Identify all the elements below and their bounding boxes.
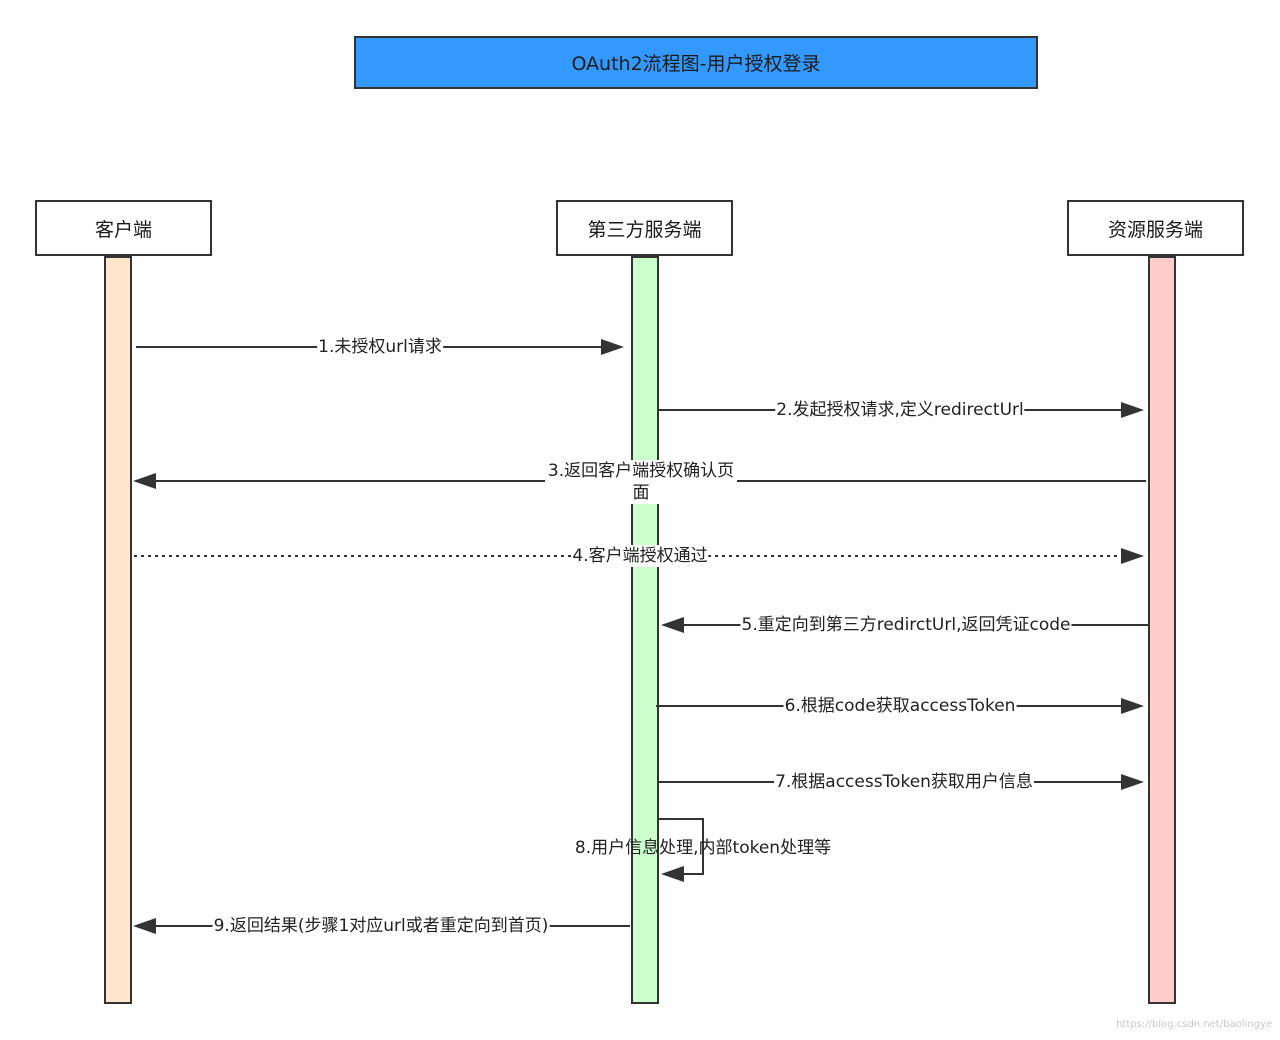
actor-resource-server: 资源服务端 [1067, 200, 1244, 256]
arrow-8 [658, 818, 704, 875]
actor-third-party-server: 第三方服务端 [556, 200, 733, 256]
arrowhead-3 [133, 473, 156, 489]
message-label-9: 9.返回结果(步骤1对应url或者重定向到首页) [212, 915, 550, 937]
message-label-4: 4.客户端授权通过 [571, 545, 709, 567]
lifeline-third-party-server [631, 256, 659, 1004]
message-label-2: 2.发起授权请求,定义redirectUrl [775, 399, 1025, 421]
arrowhead-6 [1121, 698, 1144, 714]
arrowhead-1 [601, 339, 624, 355]
message-label-1: 1.未授权url请求 [317, 336, 443, 358]
actor-client: 客户端 [35, 200, 212, 256]
arrowhead-4 [1121, 548, 1144, 564]
arrowhead-9 [133, 918, 156, 934]
diagram-title: OAuth2流程图-用户授权登录 [354, 36, 1038, 89]
lifeline-resource-server [1148, 256, 1176, 1004]
message-label-6: 6.根据code获取accessToken [783, 695, 1017, 717]
message-label-5: 5.重定向到第三方redirctUrl,返回凭证code [740, 614, 1072, 636]
message-label-3: 3.返回客户端授权确认页面 [545, 460, 737, 504]
message-label-7: 7.根据accessToken获取用户信息 [774, 771, 1034, 793]
arrowhead-2 [1121, 402, 1144, 418]
lifeline-client [104, 256, 132, 1004]
arrowhead-7 [1121, 774, 1144, 790]
watermark: https://blog.csdn.net/baolingye [1116, 1019, 1272, 1030]
arrowhead-8 [661, 866, 684, 882]
arrowhead-5 [661, 617, 684, 633]
message-label-8: 8.用户信息处理,内部token处理等 [574, 838, 832, 858]
